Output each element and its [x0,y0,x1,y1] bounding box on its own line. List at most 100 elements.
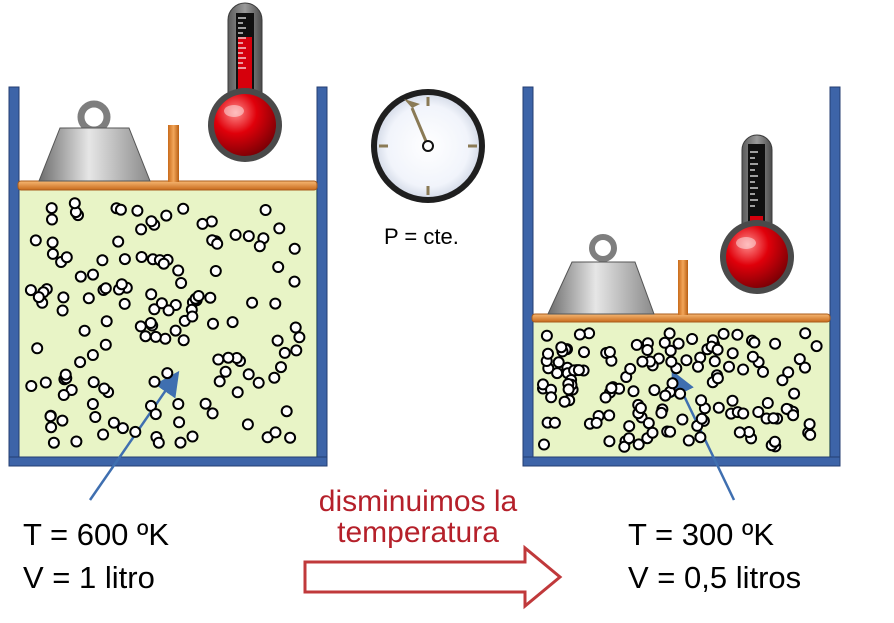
gas-particle [711,343,724,356]
gas-particle [149,408,162,421]
pressure-gauge-icon [371,89,485,203]
gas-particle [68,197,81,210]
gas-particle [634,402,647,414]
gas-particle [280,405,293,418]
gas-particle [268,371,281,384]
gas-particle [241,418,254,431]
gas-particle [648,384,661,397]
gas-particle [664,425,677,438]
gas-particle [694,431,707,444]
gas-particle [776,374,789,387]
right-container-walls [522,86,841,467]
right-arrow-icon [303,544,563,610]
transition-label-line1: disminuimos la [318,485,518,518]
gas-particle [555,341,568,354]
gas-particle [293,331,306,344]
gas-particle [259,204,272,216]
gas-particle [731,328,744,341]
pressure-label: P = cte. [384,224,459,249]
gas-particle [599,391,612,404]
gas-particle [623,420,636,433]
gas-particle [204,291,217,304]
gas-particle [45,421,58,434]
gas-particle [636,355,649,368]
gas-particle [116,422,129,435]
gas-particle [663,327,676,340]
gas-particle [787,409,800,422]
gas-particle [708,355,721,368]
gas-particle [60,251,73,264]
left-temperature-label: T = 600 ºK [23,517,170,552]
gas-particle [46,247,59,260]
gas-particle [273,222,286,235]
gas-particle [161,367,174,380]
gas-particle [590,416,603,429]
gas-particle [86,349,99,361]
gas-particle [87,376,100,389]
gas-particle [98,382,111,395]
gas-particle [172,398,185,410]
gas-particle [159,332,172,345]
gas-particle [562,383,575,396]
gas-particle [206,407,219,420]
gas-particle [231,386,244,399]
gas-particle [131,204,144,217]
gas-particle [799,361,811,374]
gas-particle [186,310,199,323]
gas-particle [641,344,654,356]
gas-particle [269,426,282,439]
gas-particle [186,430,199,443]
gas-particle [162,304,175,317]
weight-icon [547,234,655,315]
gas-particle [552,356,565,369]
gas-particle [160,209,173,222]
gas-particle [572,364,585,377]
gas-particle [272,261,285,273]
gas-particle [145,288,158,301]
gas-particle [115,278,128,291]
gas-particle [540,329,553,342]
gas-particle [82,292,95,305]
gas-particle [46,213,58,226]
gas-particle [269,297,282,310]
thermometer-icon [208,2,282,162]
gas-particle [29,234,42,247]
gas-particle [148,375,161,388]
gas-particle [752,406,765,418]
gas-particle [627,385,640,398]
gas-particle [129,425,142,438]
gas-particle [680,354,693,367]
gas-particle [97,428,110,441]
gas-particle [658,336,671,349]
gas-particle [804,428,817,441]
gas-particle [107,416,120,429]
gas-particle [542,347,554,360]
gas-particle [177,202,190,215]
gas-particle [39,376,52,389]
gas-particle [737,407,750,420]
gas-particle [31,342,44,355]
gas-particle [173,416,186,429]
gas-particle [769,337,782,350]
gas-particle [157,257,170,270]
gas-particle [695,394,708,407]
right-piston-rod [678,260,688,315]
gas-particle [275,361,287,374]
gas-particle [623,432,635,445]
gas-particle [199,397,212,410]
gas-particle [44,410,57,423]
gas-particle [226,316,239,329]
gas-particle [175,277,188,289]
gas-particle [46,236,59,249]
gas-particle [45,202,58,215]
gas-particle [135,251,148,263]
gas-particle [78,324,91,337]
gas-particle [242,368,255,381]
gas-particle [284,431,297,444]
gas-particle [666,377,679,390]
left-pointer-arrow [88,370,180,501]
gas-particle [768,435,781,448]
gas-particle [757,365,769,378]
gas-particle [538,438,550,451]
gas-particle [114,203,127,216]
